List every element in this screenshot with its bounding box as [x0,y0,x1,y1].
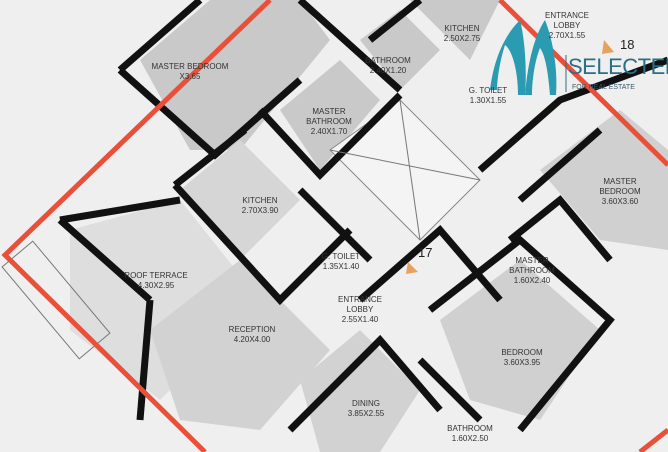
walls [57,0,668,433]
kitchen-top-area [410,0,500,60]
roof-terrace-area [70,200,260,400]
bathroom-area [360,10,440,90]
kitchen-area [180,140,300,260]
unit-number-18: 18 [620,37,635,52]
unit-17-arrow-icon [406,262,418,274]
boundary-right-top [498,0,668,167]
unit-18-arrow-icon [602,40,614,54]
boundary-left [1,0,272,452]
logo-name: SELECTED [568,54,668,79]
reception-area [150,260,330,430]
logo-tagline: FOR REAL ESTATE [572,84,635,91]
master-bedroom-area [140,0,330,150]
room-fills [70,0,668,452]
logo-mark-icon [490,20,557,95]
boundary-right-bottom [638,428,668,452]
master-bedroom-right-area [540,110,668,250]
master-bathroom-area [280,60,380,170]
dining-area [300,330,420,452]
unit-number-17: 17 [418,245,433,260]
